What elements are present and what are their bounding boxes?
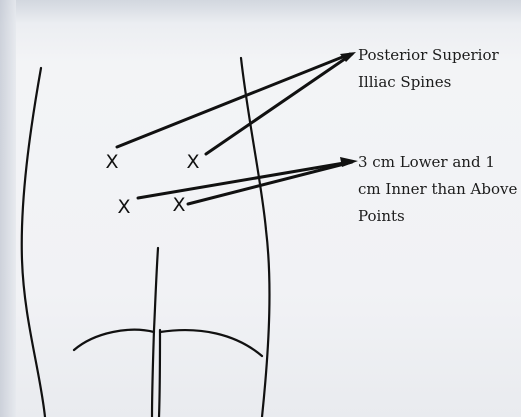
label-lower-line-2: cm Inner than Above [358, 176, 517, 203]
label-lower-line-1: 3 cm Lower and 1 [358, 149, 517, 176]
pointer-line-lower-left [138, 162, 350, 198]
pointer-line-lower-right [188, 162, 352, 204]
arrowhead-lower [340, 157, 358, 167]
label-posterior-superior-iliac-spines: Posterior Superior Illiac Spines [358, 42, 499, 96]
left-buttock-curve [74, 330, 154, 350]
label-lower-inner-points: 3 cm Lower and 1 cm Inner than Above Poi… [358, 149, 517, 230]
left-body-contour [22, 68, 45, 417]
marker-upper-right: X [186, 151, 199, 173]
right-buttock-curve [160, 330, 262, 356]
marker-lower-right: X [172, 194, 185, 216]
label-psis-line-2: Illiac Spines [358, 69, 499, 96]
label-lower-line-3: Points [358, 203, 517, 230]
marker-lower-left: X [117, 196, 130, 218]
label-psis-line-1: Posterior Superior [358, 42, 499, 69]
gluteal-cleft-right [159, 330, 160, 417]
marker-upper-left: X [105, 151, 118, 173]
pointer-line-psis-left [117, 54, 350, 147]
